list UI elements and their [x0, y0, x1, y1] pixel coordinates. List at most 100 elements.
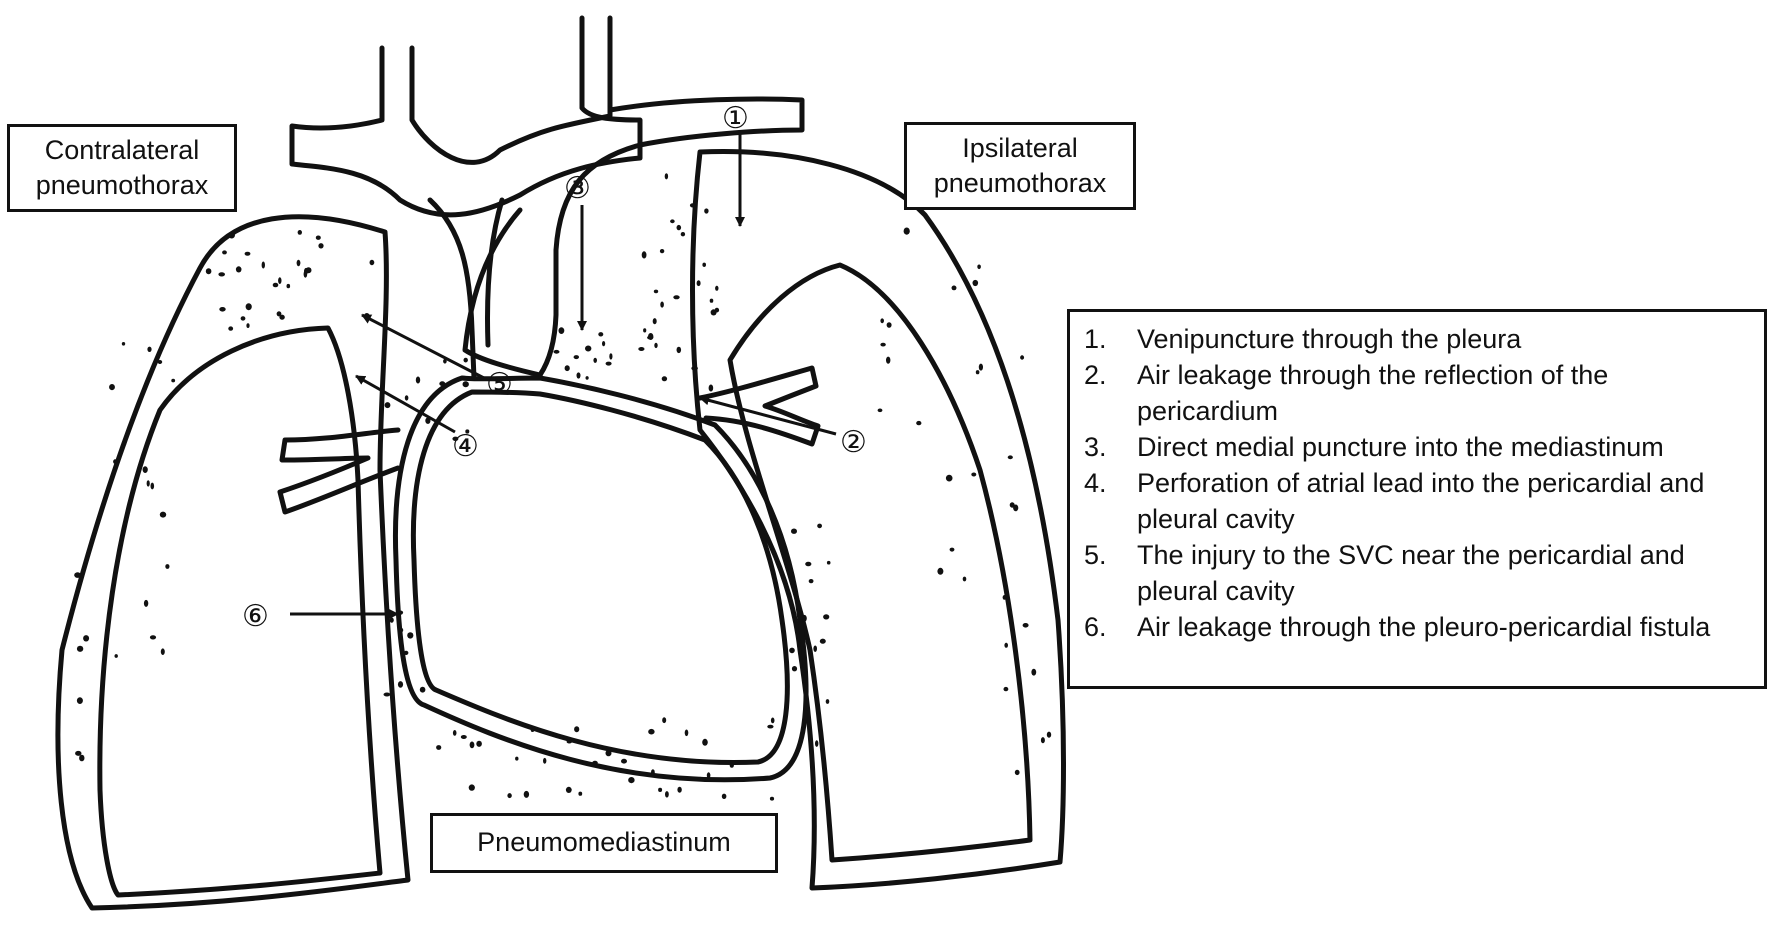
air-dot — [676, 346, 682, 354]
air-dot — [691, 366, 698, 371]
air-dot — [403, 650, 409, 656]
air-dot — [443, 358, 447, 364]
air-dot — [436, 745, 442, 750]
air-dot — [609, 353, 613, 360]
air-dot — [1046, 731, 1052, 738]
air-dot — [83, 635, 90, 642]
air-dot — [709, 298, 714, 303]
air-dot — [1004, 642, 1008, 648]
air-dot — [789, 576, 794, 582]
air-dot — [659, 249, 665, 254]
air-dot — [689, 203, 696, 208]
air-dot — [653, 289, 659, 294]
contralateral-text: Contralateral pneumothorax — [35, 134, 209, 200]
air-dot — [121, 342, 126, 346]
air-dot — [664, 173, 669, 180]
pericardium — [392, 375, 809, 783]
air-dot — [975, 370, 980, 375]
legend-num: 2. — [1084, 360, 1107, 390]
air-dot — [74, 572, 81, 578]
air-dots — [74, 173, 1052, 801]
air-dot — [407, 632, 414, 639]
air-dot — [399, 628, 404, 633]
air-dot — [662, 717, 667, 724]
air-dot — [261, 261, 265, 269]
air-dot — [673, 295, 680, 300]
air-dot — [729, 763, 734, 768]
air-dot — [462, 381, 469, 388]
air-dot — [246, 323, 250, 328]
air-dot — [205, 268, 212, 275]
air-dot — [1003, 686, 1009, 692]
air-dot — [530, 727, 535, 733]
marker-1: ① — [722, 101, 749, 136]
heart-wall — [410, 389, 790, 766]
air-dot — [605, 749, 612, 757]
trachea — [289, 15, 643, 218]
air-dot — [823, 614, 830, 620]
air-dot — [817, 523, 822, 529]
marker-3: ③ — [564, 171, 591, 206]
marker-4: ④ — [452, 429, 479, 464]
air-dot — [114, 654, 118, 658]
air-dot — [278, 277, 282, 284]
legend-num: 3. — [1084, 432, 1107, 462]
air-dot — [708, 384, 714, 392]
air-dot — [1020, 355, 1025, 360]
air-dot — [880, 342, 886, 347]
air-dot — [228, 231, 235, 239]
air-dot — [383, 692, 391, 697]
right-bronchus — [697, 365, 821, 447]
air-dot — [564, 365, 570, 372]
air-dot — [903, 227, 910, 235]
air-dot — [721, 793, 727, 799]
legend-item: 6.Air leakage through the pleuro-pericar… — [1084, 609, 1750, 645]
air-dot — [553, 349, 560, 354]
air-dot — [507, 793, 512, 799]
air-dot — [1031, 668, 1037, 676]
arrow-2 — [699, 395, 837, 436]
air-dot — [802, 614, 807, 622]
air-dot — [977, 264, 981, 270]
air-dot — [654, 342, 658, 349]
air-dot — [648, 728, 655, 735]
air-dot — [1014, 769, 1020, 776]
legend-text: Venipuncture through the pleura — [1137, 324, 1522, 354]
marker-5: ⑤ — [486, 367, 513, 402]
legend-num: 6. — [1084, 612, 1107, 642]
air-dot — [826, 560, 831, 565]
air-dot — [972, 279, 979, 287]
air-dot — [576, 372, 581, 379]
air-dot — [159, 511, 167, 518]
air-dot — [543, 757, 547, 764]
air-dot — [819, 638, 826, 644]
air-dot — [397, 681, 404, 688]
air-dot — [962, 576, 967, 582]
air-dot — [1002, 595, 1007, 600]
air-dot — [680, 232, 686, 237]
air-dot — [465, 429, 470, 434]
air-dot — [971, 472, 977, 477]
air-dot — [592, 760, 598, 765]
arrow-5 — [361, 313, 485, 380]
air-dot — [805, 561, 812, 567]
ipsilateral-text: Ipsilateral pneumothorax — [933, 132, 1107, 198]
air-dot — [369, 259, 375, 266]
air-dot — [76, 697, 83, 704]
air-dot — [460, 735, 467, 739]
air-dot — [318, 243, 324, 249]
legend-num: 4. — [1084, 468, 1107, 498]
air-dot — [515, 756, 519, 761]
air-dot — [218, 272, 225, 277]
air-dot — [684, 729, 689, 737]
air-dot — [660, 301, 664, 308]
air-dot — [937, 567, 944, 575]
air-dot — [303, 270, 308, 278]
air-dot — [813, 645, 817, 652]
air-dot — [452, 730, 457, 736]
legend-text: Direct medial puncture into the mediasti… — [1137, 432, 1664, 462]
air-dot — [714, 307, 720, 313]
air-dot — [439, 381, 446, 387]
air-dot — [661, 376, 668, 382]
air-dot — [638, 347, 645, 351]
